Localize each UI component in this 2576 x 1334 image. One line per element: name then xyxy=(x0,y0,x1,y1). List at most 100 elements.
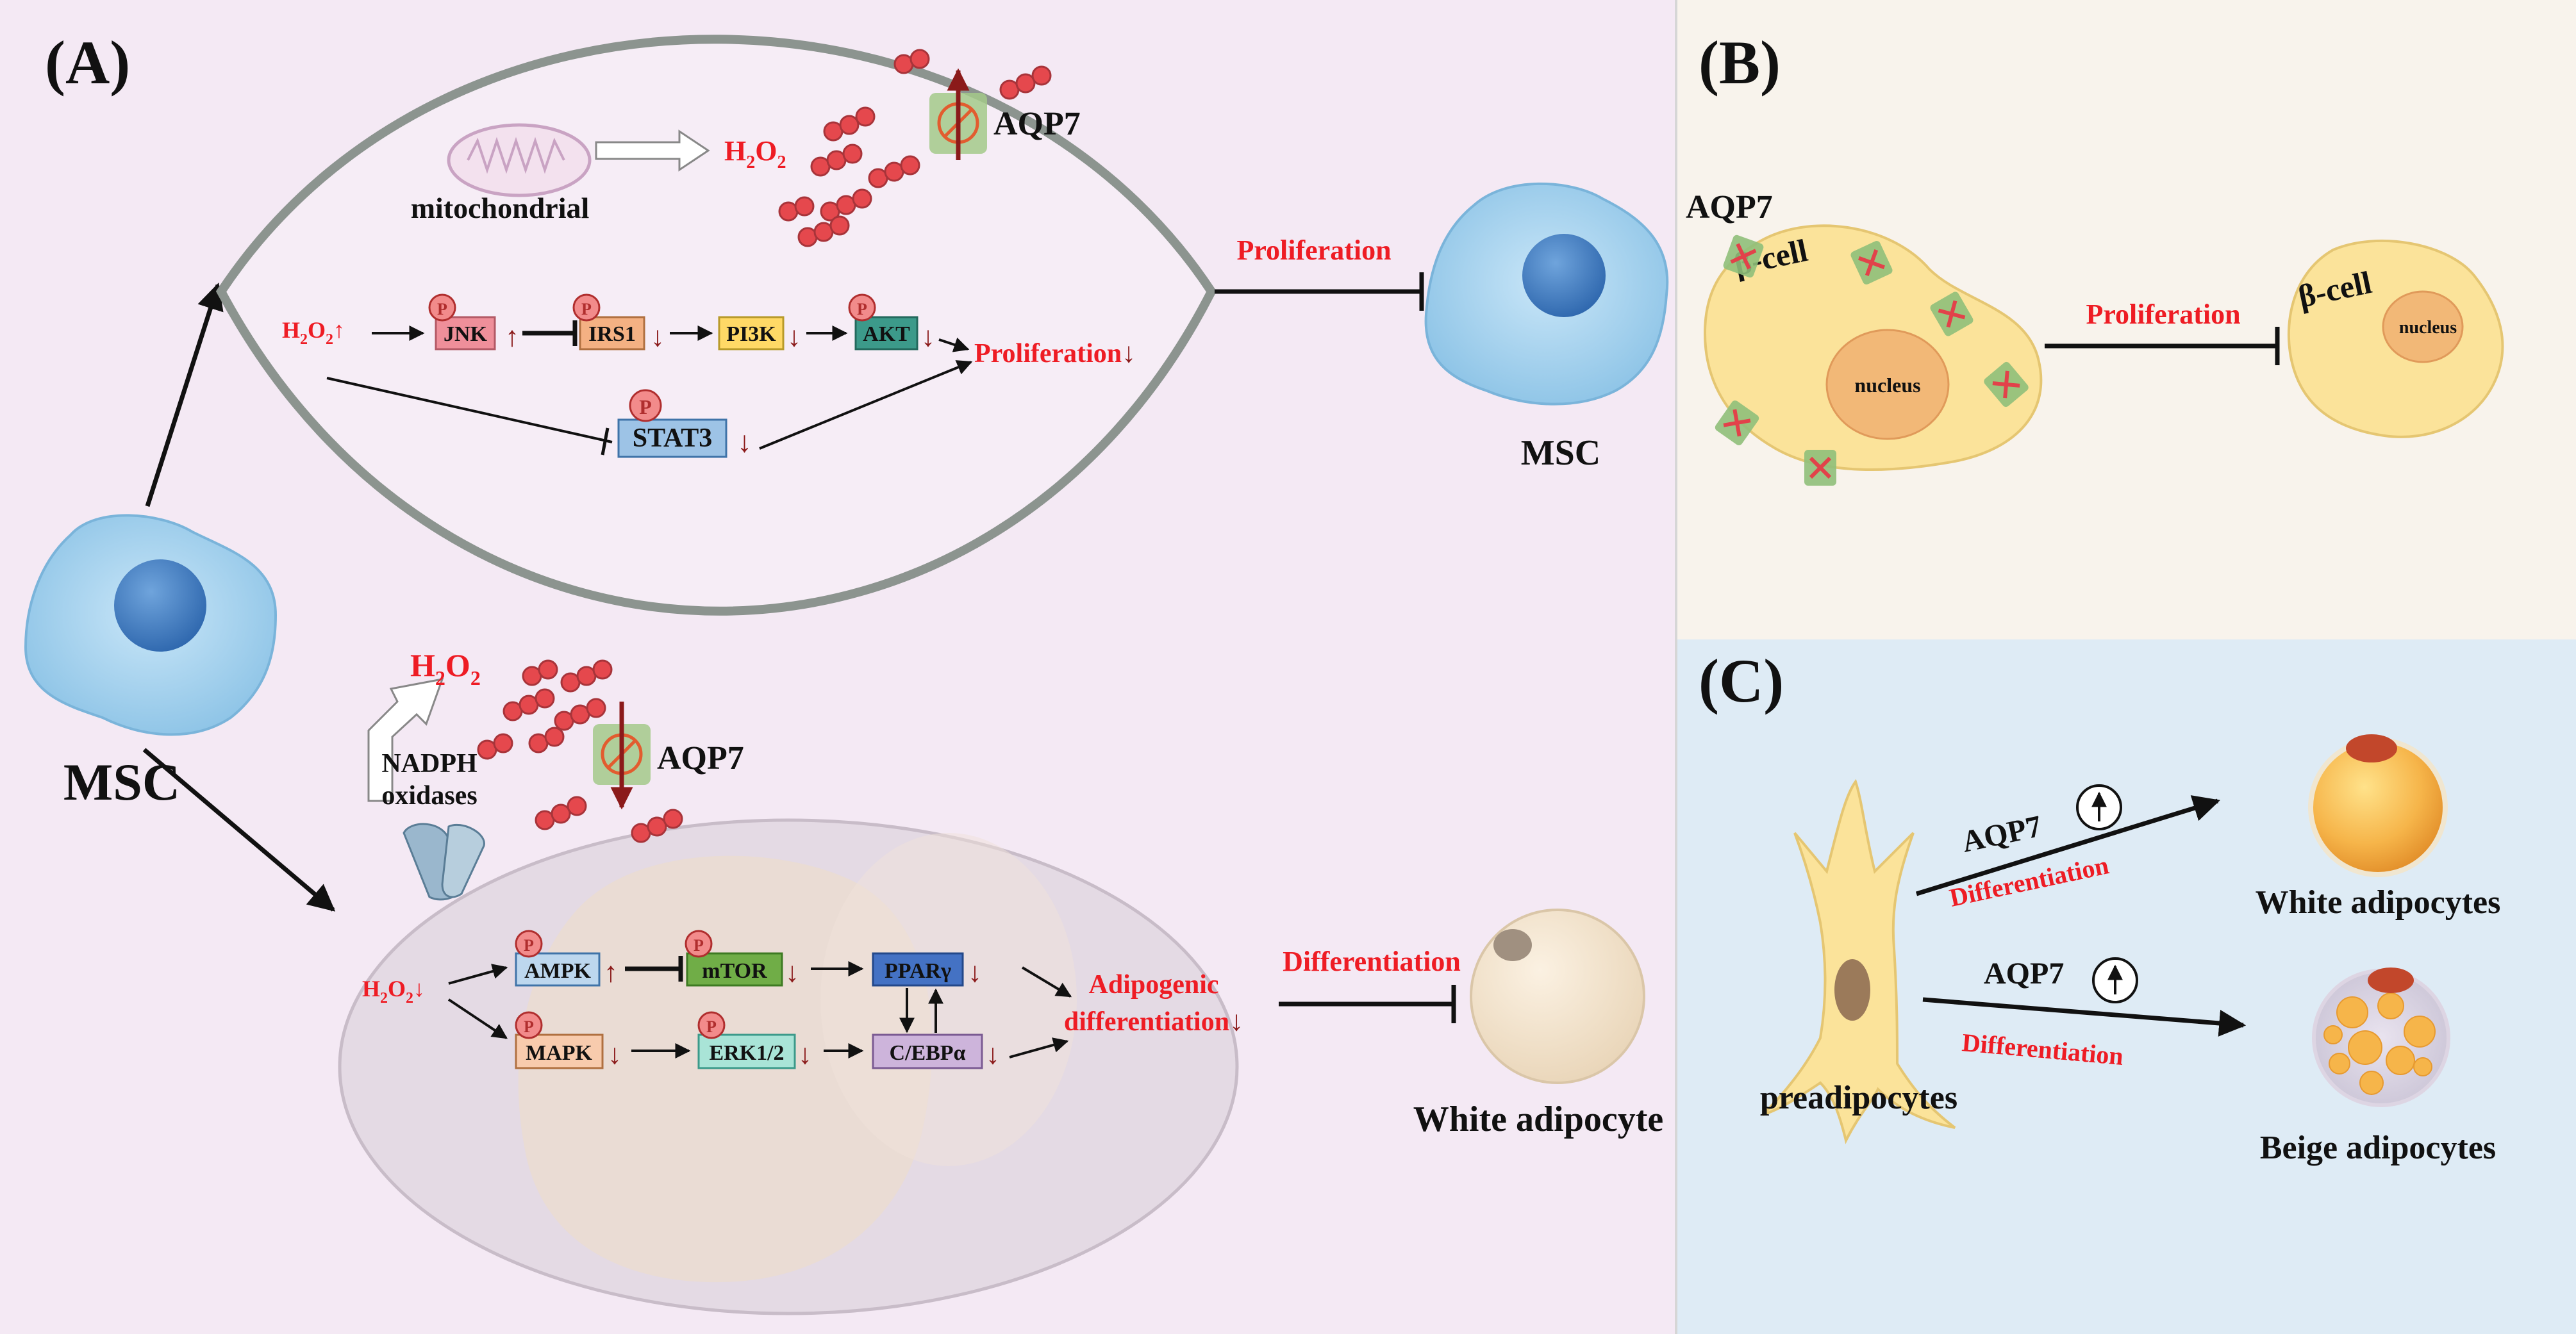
mapk-node: MAPK P xyxy=(515,1011,604,1069)
proliferation-down-label: Proliferation↓ xyxy=(974,337,1136,368)
white-adipocyte-nucleus xyxy=(1493,929,1532,961)
stat3-phospho-icon xyxy=(629,389,662,422)
akt-node: AKT P xyxy=(848,293,918,350)
white-adipocyte-label: White adipocyte xyxy=(1413,1099,1663,1139)
akt-phospho-icon xyxy=(848,293,876,322)
svg-text:P: P xyxy=(524,936,534,955)
nadph-oxidase-channel-icon xyxy=(403,823,485,901)
erk-phospho-icon xyxy=(697,1011,726,1039)
mitochondrion-icon xyxy=(447,123,592,197)
preadipocyte-nucleus xyxy=(1834,959,1870,1021)
jnk-label: JNK xyxy=(444,322,488,346)
msc-nucleus-right xyxy=(1522,234,1606,317)
mitochondrial-label: mitochondrial xyxy=(411,192,590,224)
svg-text:P: P xyxy=(706,1017,717,1036)
stat3-node: STAT3 P xyxy=(617,389,727,458)
aqp7-top-label: AQP7 xyxy=(993,106,1081,142)
ppar-node: PPARγ xyxy=(872,952,964,987)
white-adipocytes-label: White adipocytes xyxy=(2256,884,2501,921)
irs1-phospho-icon xyxy=(572,293,601,322)
ampk-label: AMPK xyxy=(524,959,591,983)
mtor-label: mTOR xyxy=(702,959,767,983)
cebp-label: C/EBPα xyxy=(889,1041,965,1065)
beta-nucleus-label-right: nucleus xyxy=(2399,318,2457,338)
mapk-phospho-icon xyxy=(515,1011,543,1039)
msc-cell-right xyxy=(1424,182,1669,406)
upregulation-icon-top xyxy=(2076,784,2122,830)
h2o2-molecules-bottom xyxy=(477,659,683,843)
nadph-label-line2: oxidases xyxy=(381,781,477,811)
jnk-phospho-icon xyxy=(428,293,456,322)
mtor-phospho-icon xyxy=(685,930,713,958)
irs1-node: IRS1 P xyxy=(572,293,645,350)
jnk-up-indicator: ↑ xyxy=(505,321,519,352)
white-adipocyte-cell xyxy=(1470,909,1645,1084)
white-adipocytes-cell xyxy=(2308,734,2448,877)
preadipocyte-cell xyxy=(1761,778,1956,1144)
erk-label: ERK1/2 xyxy=(709,1041,784,1065)
erk-node: ERK1/2 P xyxy=(697,1011,796,1069)
beige-adipocytes-nucleus xyxy=(2368,968,2414,993)
msc-nucleus-left xyxy=(114,559,206,652)
cebp-down-indicator: ↓ xyxy=(986,1039,1000,1070)
beta-nucleus-label-left: nucleus xyxy=(1854,374,1920,397)
mapk-label: MAPK xyxy=(526,1041,592,1065)
beige-adipocytes-label: Beige adipocytes xyxy=(2260,1130,2496,1166)
svg-text:P: P xyxy=(639,395,652,418)
irs1-down-indicator: ↓ xyxy=(651,321,665,352)
cebp-to-adipogenic-arrow xyxy=(1009,1037,1069,1058)
svg-text:P: P xyxy=(581,300,592,318)
nadph-to-h2o2-arrow xyxy=(367,678,444,802)
upregulation-icon-bottom xyxy=(2092,957,2138,1003)
bottom-inner-shadow xyxy=(820,833,1077,1166)
ppar-label: PPARγ xyxy=(885,959,951,983)
cebp-node: C/EBPα xyxy=(872,1033,983,1069)
panel-b-label: (B) xyxy=(1699,28,1781,97)
beta-nucleus-right xyxy=(2382,290,2464,363)
aqp7-channel-top xyxy=(929,68,987,160)
aqp7-bottom-label-c: AQP7 xyxy=(1984,957,2064,991)
white-adipocytes-nucleus xyxy=(2346,734,2397,762)
mapk-down-indicator: ↓ xyxy=(608,1039,622,1070)
aqp7-bottom-label: AQP7 xyxy=(657,740,744,777)
svg-text:P: P xyxy=(437,300,447,318)
differentiation-arrow-bottom xyxy=(1922,997,2247,1037)
pi3k-down-indicator: ↓ xyxy=(787,321,801,352)
akt-down-indicator: ↓ xyxy=(921,321,935,352)
differentiation-arrow-top xyxy=(1915,795,2221,896)
akt-label: AKT xyxy=(863,322,910,346)
beta-cell-right xyxy=(2287,239,2504,438)
aqp7-channels-beta xyxy=(1715,235,2029,486)
svg-text:P: P xyxy=(857,300,867,318)
h2o2-molecules-top xyxy=(778,49,1052,247)
ppar-to-adipogenic-arrow xyxy=(1021,966,1072,998)
panel-a-label: (A) xyxy=(45,28,130,97)
h2o2-up-label: H2O2↑ xyxy=(282,317,345,348)
proliferation-label-a: Proliferation xyxy=(1236,235,1391,266)
pi3k-label: PI3K xyxy=(726,322,776,346)
mtor-down-indicator: ↓ xyxy=(785,957,799,988)
aqp7-channel-bottom xyxy=(593,702,651,810)
akt-to-proliferation-arrow xyxy=(938,337,970,352)
msc-cell-left xyxy=(24,514,278,736)
ppar-down-indicator: ↓ xyxy=(968,957,982,988)
preadipocytes-label: preadipocytes xyxy=(1760,1080,1957,1116)
panel-c-label: (C) xyxy=(1699,646,1784,715)
h2o2-to-ampk-arrow xyxy=(448,964,508,985)
ampk-node: AMPK P xyxy=(515,930,601,987)
beta-cell-left xyxy=(1703,224,2043,472)
msc-to-differentiation-arrow xyxy=(142,748,336,912)
stat3-to-proliferation-arrow xyxy=(759,360,973,450)
jnk-node: JNK P xyxy=(428,293,496,350)
svg-text:P: P xyxy=(694,936,704,955)
svg-text:P: P xyxy=(524,1017,534,1036)
ampk-up-indicator: ↑ xyxy=(604,957,618,988)
mito-to-h2o2-arrow xyxy=(595,129,710,172)
h2o2-bottom-label: H2O2 xyxy=(410,647,481,689)
beta-nucleus-left xyxy=(1825,329,1950,440)
h2o2-to-mapk-arrow xyxy=(447,998,508,1039)
panel-b-aqp7-label: AQP7 xyxy=(1686,189,1773,226)
erk-down-indicator: ↓ xyxy=(798,1039,812,1070)
pi3k-node: PI3K xyxy=(718,316,785,350)
